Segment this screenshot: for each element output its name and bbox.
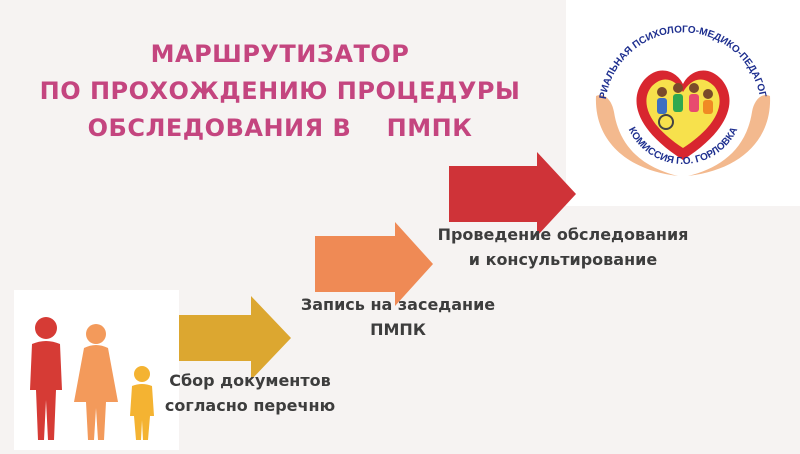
family-icon: [30, 317, 154, 440]
step-2-line-1: Запись на заседание: [300, 295, 496, 314]
arrow-step-1: [179, 296, 291, 380]
title-line-3: ОБСЛЕДОВАНИЯ В ПМПК: [87, 114, 473, 142]
right-hand-icon: [688, 94, 771, 176]
commission-logo: ТЕРРИТОРИАЛЬНАЯ ПСИХОЛОГО-МЕДИКО-ПЕДАГОГ…: [562, 0, 800, 206]
step-1-line-2: согласно перечню: [164, 396, 336, 415]
title-line-2: ПО ПРОХОЖДЕНИЮ ПРОЦЕДУРЫ: [39, 77, 521, 105]
step-3-label: Проведение обследования и консультирован…: [420, 222, 706, 272]
step-3-line-2: и консультирование: [468, 250, 658, 269]
children-icon: [657, 83, 713, 130]
title-line-1: МАРШРУТИЗАТОР: [150, 40, 410, 68]
step-2-line-2: ПМПК: [370, 320, 426, 339]
family-illustration: [14, 290, 179, 450]
step-1-label: Сбор документов согласно перечню: [150, 368, 350, 418]
page-title: МАРШРУТИЗАТОР ПО ПРОХОЖДЕНИЮ ПРОЦЕДУРЫ О…: [0, 36, 560, 147]
step-3-line-1: Проведение обследования: [437, 225, 689, 244]
commission-logo-emblem: ТЕРРИТОРИАЛЬНАЯ ПСИХОЛОГО-МЕДИКО-ПЕДАГОГ…: [562, 0, 771, 176]
left-hand-icon: [595, 94, 678, 176]
arrow-step-3: [449, 152, 576, 236]
arrow-step-2: [315, 222, 433, 306]
heart-inner-icon: [646, 79, 720, 148]
step-2-label: Запись на заседание ПМПК: [285, 292, 511, 342]
step-1-line-1: Сбор документов: [169, 371, 331, 390]
